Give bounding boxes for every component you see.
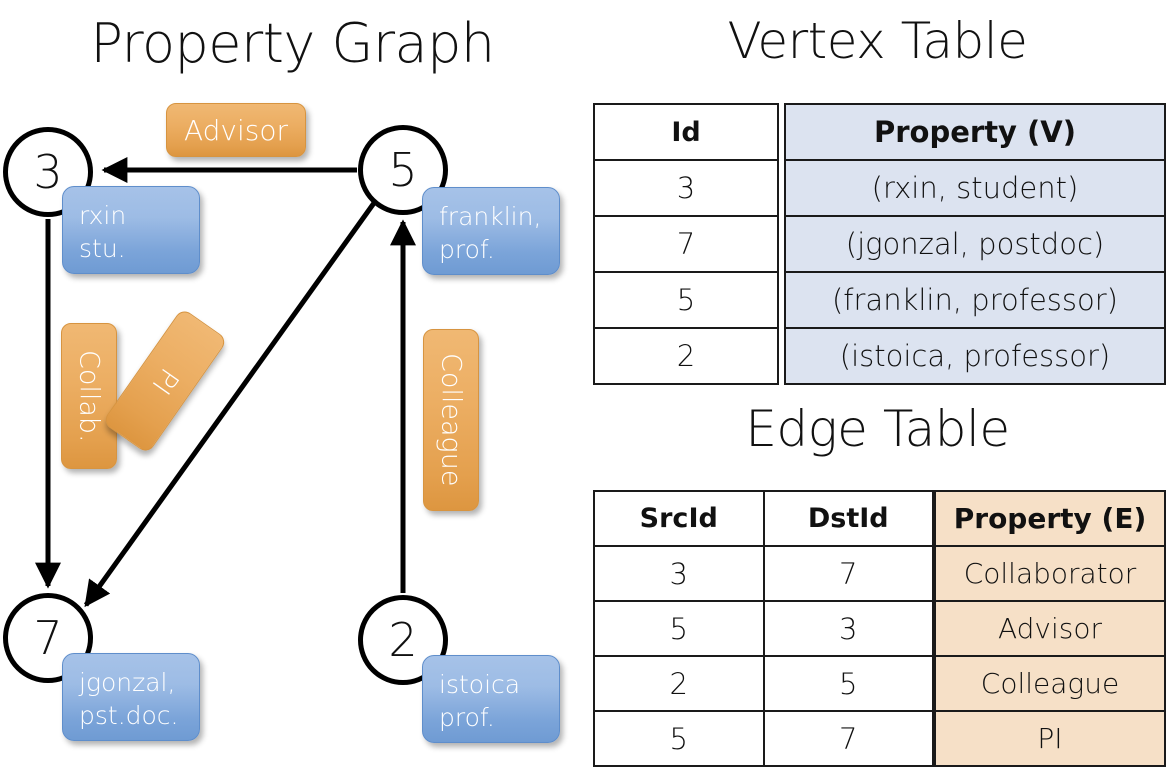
edge-label-advisor-text: Advisor bbox=[183, 113, 288, 147]
edge-label-pi-text: PI bbox=[145, 362, 185, 400]
vertex-property-box-2-line2: prof. bbox=[439, 702, 495, 732]
property-graph-panel: Property Graph 3 5 7 2 rxin stu. frankli… bbox=[0, 0, 585, 760]
vertex-property-box-5: franklin, prof. bbox=[422, 187, 560, 275]
vertex-property-box-7-line1: jgonzal, bbox=[79, 668, 176, 697]
edge-table-header-srcid: SrcId bbox=[593, 490, 765, 547]
vertex-property-box-3-line2: stu. bbox=[79, 233, 126, 263]
table-row: 7 bbox=[593, 215, 779, 273]
vertex-table-cell-property: (jgonzal, postdoc) bbox=[784, 215, 1166, 273]
table-row: 5 3 bbox=[593, 600, 934, 657]
graph-node-3-label: 3 bbox=[33, 145, 63, 199]
edge-table-cell-src: 3 bbox=[593, 545, 765, 602]
vertex-property-box-7-line2: pst.doc. bbox=[79, 700, 179, 730]
table-row: (istoica, professor) bbox=[784, 327, 1166, 385]
edge-table-header-dstid: DstId bbox=[762, 490, 934, 547]
edge-table-cell-dst: 5 bbox=[762, 655, 934, 712]
vertex-table-cell-id: 3 bbox=[593, 159, 779, 217]
table-row: (rxin, student) bbox=[784, 159, 1166, 217]
vertex-table-cell-property: (franklin, professor) bbox=[784, 271, 1166, 329]
edge-table-cell-property: Advisor bbox=[934, 600, 1166, 657]
edge-table-cell-dst: 3 bbox=[762, 600, 934, 657]
vertex-table-cell-id: 5 bbox=[593, 271, 779, 329]
vertex-property-box-2: istoica prof. bbox=[422, 655, 560, 743]
table-row: 3 7 bbox=[593, 545, 934, 602]
vertex-property-box-3: rxin stu. bbox=[62, 186, 200, 274]
table-row: 5 bbox=[593, 271, 779, 329]
graph-node-2[interactable]: 2 bbox=[358, 595, 448, 685]
vertex-table-property-column: Property (V) (rxin, student) (jgonzal, p… bbox=[784, 103, 1166, 385]
table-header-row: Id bbox=[593, 103, 779, 161]
vertex-property-box-2-line1: istoica bbox=[439, 670, 521, 699]
vertex-table-cell-property: (rxin, student) bbox=[784, 159, 1166, 217]
edge-table-cell-dst: 7 bbox=[762, 710, 934, 767]
table-header-row: Property (V) bbox=[784, 103, 1166, 161]
edge-table-cell-property: PI bbox=[934, 710, 1166, 767]
vertex-table-cell-id: 2 bbox=[593, 327, 779, 385]
edge-table-cell-src: 5 bbox=[593, 600, 765, 657]
vertex-property-box-7: jgonzal, pst.doc. bbox=[62, 653, 200, 741]
edge-table-cell-src: 2 bbox=[593, 655, 765, 712]
edge-table-cell-property: Collaborator bbox=[934, 545, 1166, 602]
vertex-property-box-5-line1: franklin, bbox=[439, 202, 542, 231]
table-header-row: Property (E) bbox=[934, 490, 1166, 547]
table-header-row: SrcId DstId bbox=[593, 490, 934, 547]
table-row: 2 bbox=[593, 327, 779, 385]
edge-table-header-property: Property (E) bbox=[934, 490, 1166, 547]
edge-label-colleague-text: Colleague bbox=[435, 353, 467, 487]
table-row: Advisor bbox=[934, 600, 1166, 657]
graph-node-5-label: 5 bbox=[388, 143, 418, 197]
edge-table-cell-property: Colleague bbox=[934, 655, 1166, 712]
table-row: PI bbox=[934, 710, 1166, 767]
graph-edges-layer bbox=[35, 157, 416, 608]
page-title-property-graph: Property Graph bbox=[90, 12, 495, 75]
table-row: (jgonzal, postdoc) bbox=[784, 215, 1166, 273]
table-row: 2 5 bbox=[593, 655, 934, 712]
edge-table-id-columns: SrcId DstId 3 7 5 3 2 5 5 7 bbox=[593, 490, 934, 767]
vertex-table-header-property: Property (V) bbox=[784, 103, 1166, 161]
vertex-table-cell-property: (istoica, professor) bbox=[784, 327, 1166, 385]
page-title-edge-table: Edge Table bbox=[745, 400, 1010, 458]
edge-label-collab: Collab. bbox=[61, 323, 117, 469]
vertex-table-header-id: Id bbox=[593, 103, 779, 161]
table-row: (franklin, professor) bbox=[784, 271, 1166, 329]
edge-table-property-column: Property (E) Collaborator Advisor Collea… bbox=[934, 490, 1166, 767]
graph-node-5[interactable]: 5 bbox=[358, 125, 448, 215]
edge-table-cell-src: 5 bbox=[593, 710, 765, 767]
table-row: Collaborator bbox=[934, 545, 1166, 602]
table-row: 3 bbox=[593, 159, 779, 217]
vertex-property-box-3-line1: rxin bbox=[79, 201, 127, 230]
edge-table-cell-dst: 7 bbox=[762, 545, 934, 602]
edge-label-advisor: Advisor bbox=[166, 103, 306, 157]
edge-label-colleague: Colleague bbox=[423, 329, 479, 511]
vertex-table-id-column: Id 3 7 5 2 bbox=[593, 103, 779, 385]
page-title-vertex-table: Vertex Table bbox=[727, 12, 1028, 70]
edge-label-collab-text: Collab. bbox=[73, 349, 105, 443]
edge-5-to-7 bbox=[83, 201, 377, 608]
vertex-table-cell-id: 7 bbox=[593, 215, 779, 273]
graph-node-2-label: 2 bbox=[388, 613, 418, 667]
table-row: Colleague bbox=[934, 655, 1166, 712]
graph-node-7-label: 7 bbox=[33, 611, 63, 665]
vertex-property-box-5-line2: prof. bbox=[439, 234, 495, 264]
table-row: 5 7 bbox=[593, 710, 934, 767]
